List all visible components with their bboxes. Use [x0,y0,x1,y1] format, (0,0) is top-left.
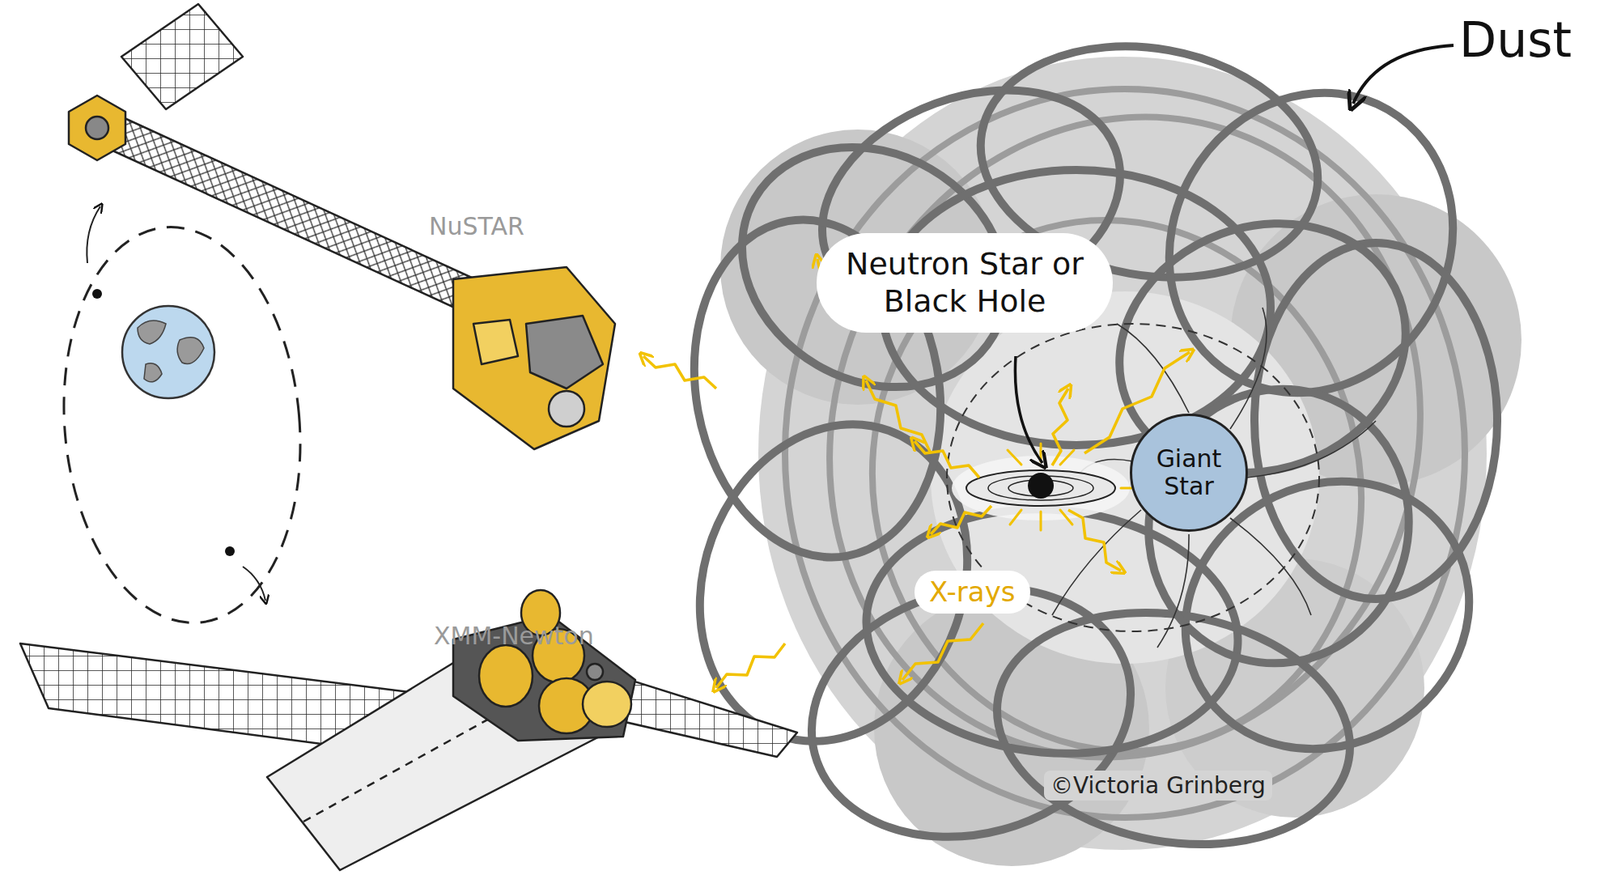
title-label: Dust [1459,11,1572,68]
continent [177,337,204,365]
callout-cloud: X-rays [914,570,1031,614]
telescope-tube [267,623,616,871]
node-text: Neutron Star or Black Hole [839,246,1091,320]
ray [1007,449,1022,465]
wind-line [1246,420,1376,478]
spacecraft-bus [68,95,126,161]
dust-loop [1117,359,1439,692]
xray-arrow [930,505,992,535]
leader-arrow [1353,45,1454,104]
orbit [47,216,317,633]
star-circle: Giant Star [1129,413,1248,532]
spacecraft-label: NuSTAR [428,212,525,241]
xray-rays [1007,443,1138,531]
orbit-dot [224,546,235,556]
wind-line [1157,534,1189,648]
wind-line [1052,509,1142,616]
ray [1060,449,1074,465]
mirror-cover [582,681,632,727]
copyright-note: ©Victoria Grinberg [1044,770,1273,801]
node-text: Giant Star [1144,445,1234,501]
dust-loop [1115,40,1507,445]
earth-orbit [47,206,317,633]
wind-line [1116,323,1189,413]
xray-arrow [902,623,984,680]
xray-arrow [1068,509,1121,571]
orbit-arrow [86,206,101,264]
dust-loop [783,552,1159,871]
detail-panel [473,319,518,365]
continent [144,363,162,382]
spacecraft-label: XMM-Newton [433,621,595,650]
earth [122,305,215,399]
detail-port [548,390,585,427]
dust-loop [785,89,1465,818]
orbit-dot [92,288,102,299]
detail-port [586,663,603,680]
solar-panel [121,4,243,110]
xray-arrow [643,356,717,389]
callout-cloud: Neutron Star or Black Hole [816,233,1113,333]
mirror [479,645,533,707]
compact-object [1027,472,1054,499]
ray [1039,511,1043,531]
xray-arrow [865,380,931,454]
optics-bench [453,267,616,450]
continent [137,320,166,344]
nustar [68,4,616,450]
bus-detail [85,116,109,140]
xmm-newton [20,589,798,871]
xray-arrow [716,643,786,688]
optics-module [526,315,603,389]
accretion-disk [966,470,1116,506]
xray-arrow [1052,388,1069,466]
wind-line [1230,307,1267,429]
ray [1010,509,1022,525]
leader-arrow [1014,356,1043,463]
xray-arrow [914,441,980,478]
node-text: X-rays [929,575,1016,609]
orbit-arrow [242,566,266,601]
wind-line [1230,517,1312,616]
